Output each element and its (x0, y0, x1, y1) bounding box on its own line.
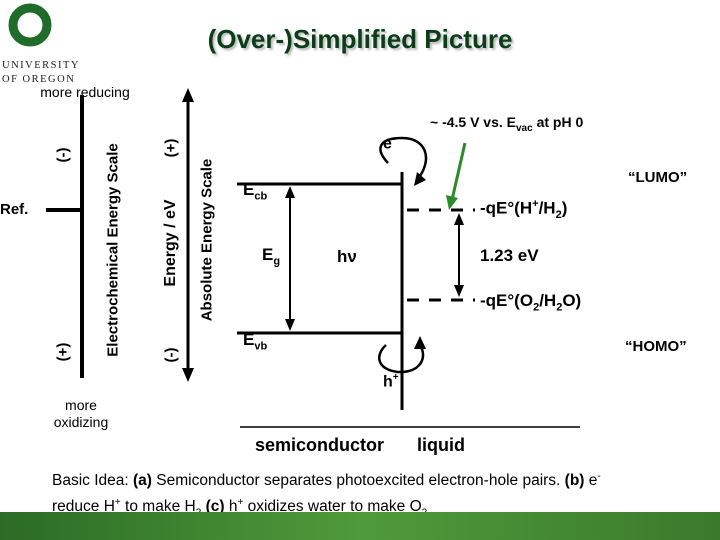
evb-label: Evb (243, 330, 268, 353)
oregon-o-logo-icon (8, 3, 52, 47)
slide-title: (Over-)Simplified Picture (207, 24, 513, 54)
liquid-label: liquid (417, 435, 465, 455)
more-reducing-label: more reducing (40, 84, 130, 100)
o2-redox-label: -qE°(O2/H2O) (480, 291, 582, 314)
vac-reference-note: ~ -4.5 V vs. Evac at pH 0 (430, 114, 584, 134)
basic-idea-caption: Basic Idea: (a) Semiconductor separates … (52, 471, 601, 518)
absolute-arrow-up-head (182, 88, 194, 102)
footer-green-bar (0, 512, 720, 540)
gap-value-label: 1.23 eV (480, 246, 539, 265)
h2-redox-label: -qE°(H+/H2) (480, 198, 568, 222)
hole-label: h+ (383, 372, 399, 391)
eg-label: Eg (262, 245, 281, 268)
absolute-arrow-down-head (182, 368, 194, 382)
ecb-label: Ecb (243, 180, 268, 203)
vac-pointer-arrow (450, 142, 467, 201)
electron-label: e- (383, 134, 396, 153)
lumo-label: “LUMO” (628, 169, 688, 186)
hole-transfer-arrow (378, 344, 425, 374)
more-oxidizing-label: more oxidizing (53, 397, 109, 430)
electron-transfer-arrow (379, 136, 428, 177)
ref-label: Ref. (0, 201, 29, 218)
logo-university-text: UNIVERSITY (2, 60, 80, 71)
semiconductor-label: semiconductor (255, 435, 385, 455)
photon-hv-label: hν (337, 247, 357, 266)
logo-of-oregon-text: OF OREGON (2, 74, 76, 85)
homo-label: “HOMO” (625, 338, 687, 355)
